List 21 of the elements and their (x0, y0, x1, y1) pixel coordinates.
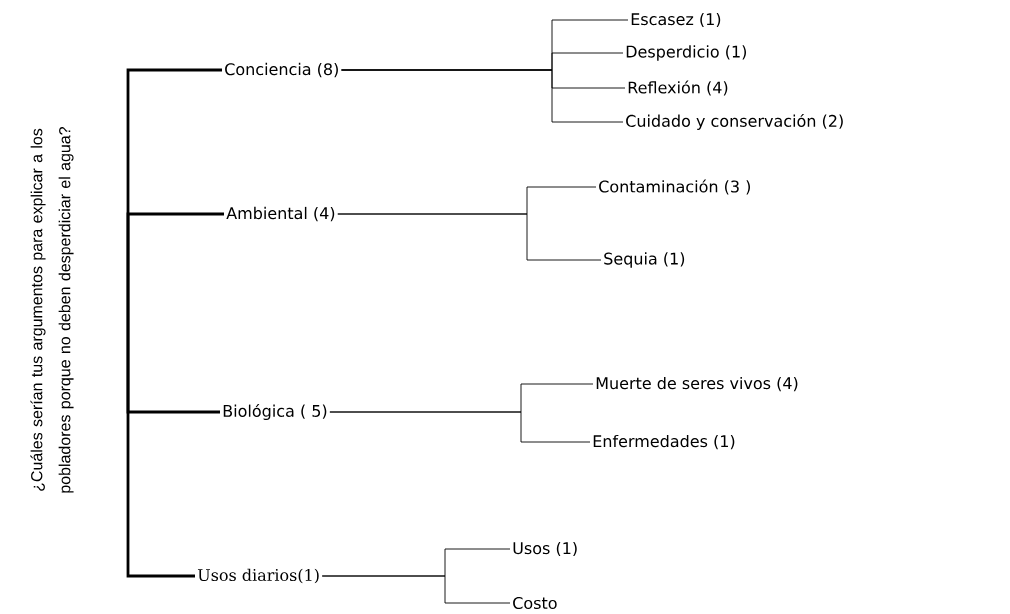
tree-connector (341, 69, 624, 123)
category-label: Reflexión (4) (628, 80, 728, 96)
tree-connector (126, 212, 224, 310)
question-label: ¿Cuáles serían tus argumentos para explicar a los pobladores porque no deben desperdiciar el agua? (30, 127, 74, 493)
category-label: Costo (513, 596, 557, 610)
tree-connector (337, 213, 602, 261)
category-label: Escasez (1) (631, 12, 721, 28)
category-label: Conciencia (8) (225, 62, 338, 78)
category-label: Muerte de seres vivos (4) (596, 376, 798, 392)
tree-connector (321, 575, 511, 604)
category-label: Biológica ( 5) (223, 403, 327, 421)
tree-connector (126, 310, 195, 578)
category-label: Desperdicio (1) (626, 45, 746, 61)
category-label: Usos (1) (513, 541, 577, 557)
category-label: Enfermedades (1) (593, 434, 735, 450)
category-label: Sequia (1) (604, 252, 685, 268)
category-label: Contaminación (3 ) (599, 179, 750, 195)
category-label: Ambiental (4) (226, 206, 335, 222)
category-label: Usos diarios(1) (197, 568, 319, 584)
tree-connector (329, 411, 591, 443)
category-label: Cuidado y conservación (2) (626, 113, 843, 131)
